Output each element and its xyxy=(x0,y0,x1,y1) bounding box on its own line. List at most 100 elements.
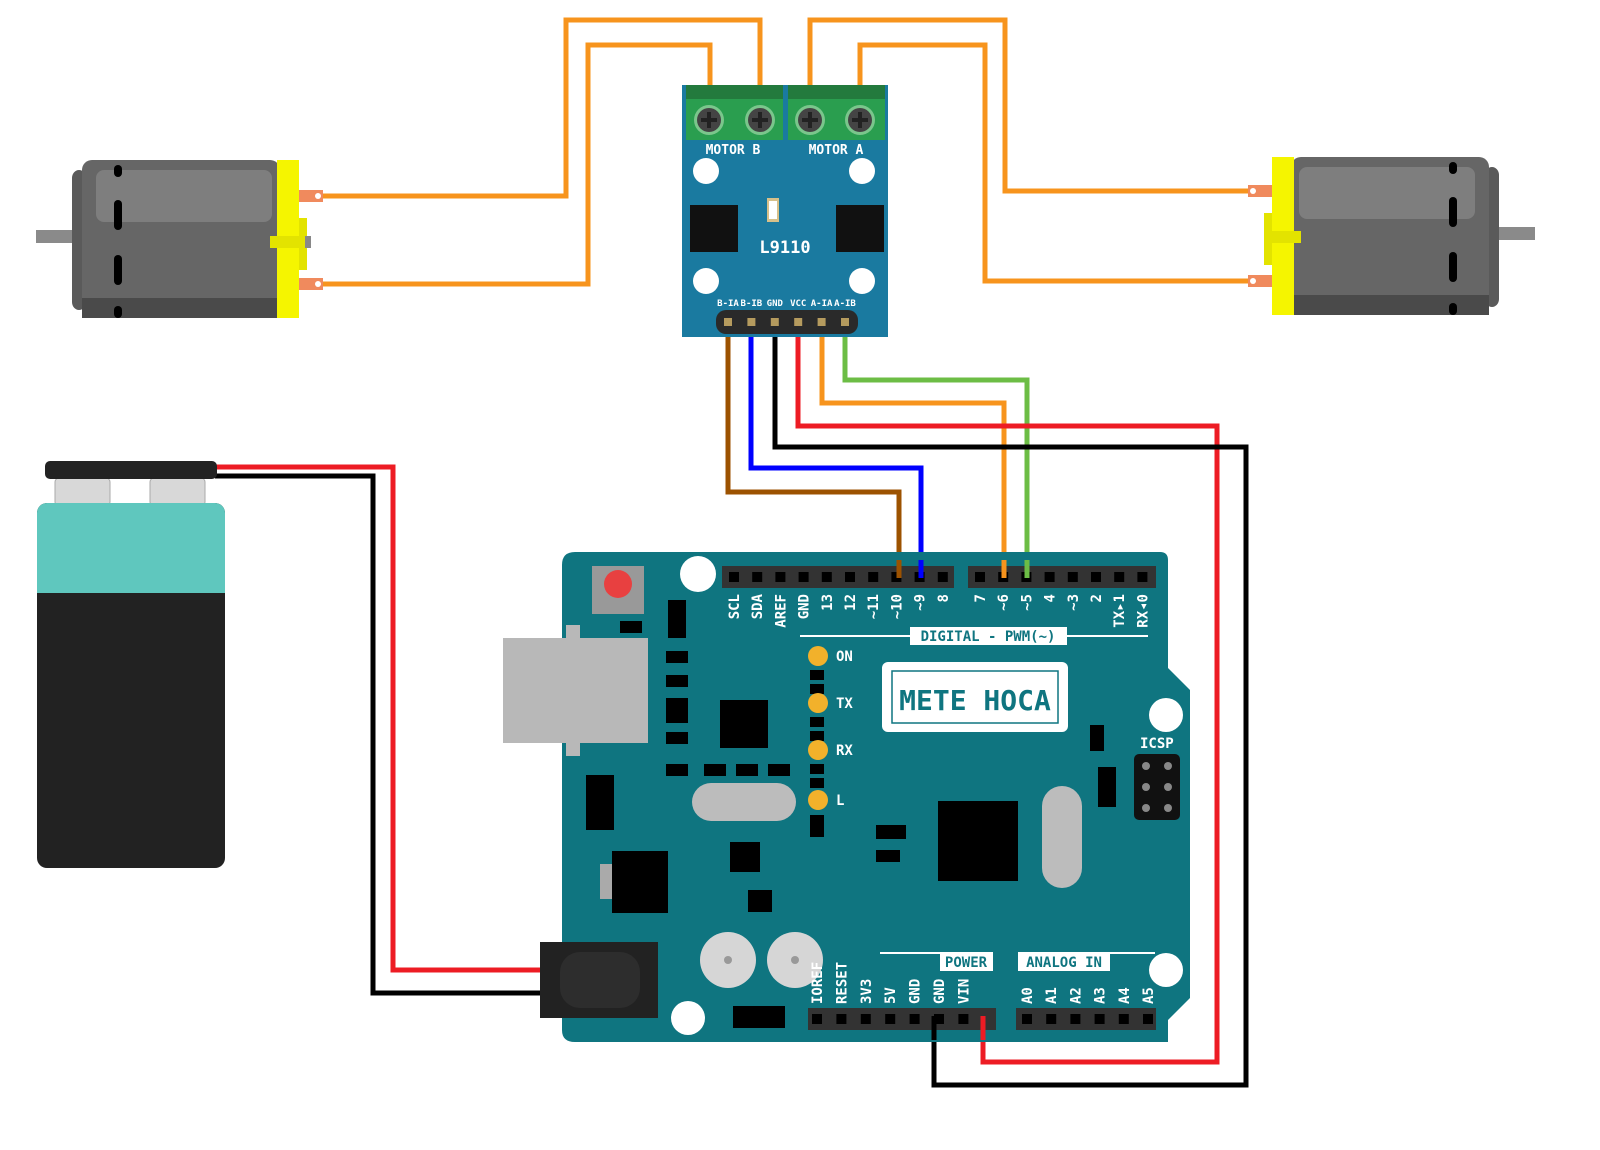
pin-label: 12 xyxy=(843,594,859,611)
header-pin[interactable] xyxy=(868,572,879,582)
analog-header xyxy=(1016,1008,1156,1030)
pin-label: A2 xyxy=(1068,987,1084,1004)
header-pin[interactable] xyxy=(958,1014,969,1024)
icsp-label: ICSP xyxy=(1140,736,1174,752)
pin-label: A1 xyxy=(1044,987,1060,1004)
header-pin[interactable] xyxy=(1114,572,1125,582)
motor-b-label: MOTOR B xyxy=(706,143,761,158)
logo-text: METE HOCA xyxy=(899,684,1051,717)
header-pin[interactable] xyxy=(975,572,985,582)
dc-power-jack xyxy=(540,942,658,1018)
pin-label: 5V xyxy=(883,987,899,1004)
digital-header-right xyxy=(968,566,1156,588)
pin-label: TX▸1 xyxy=(1112,594,1128,628)
usb-chip xyxy=(720,700,768,748)
driver-pin-label: VCC xyxy=(790,299,806,309)
pin-label: A3 xyxy=(1093,987,1109,1004)
header-pin[interactable] xyxy=(812,1014,822,1024)
driver-chip-b xyxy=(690,205,738,252)
pin-label: 7 xyxy=(973,594,989,602)
wire-battery-black xyxy=(215,473,548,996)
header-pin[interactable] xyxy=(1091,572,1101,582)
driver-pin-label: A-IA xyxy=(811,299,833,309)
motor-a-label: MOTOR A xyxy=(809,143,864,158)
driver-pin xyxy=(794,318,803,326)
pin-label: GND xyxy=(797,594,813,619)
wire-endpoints xyxy=(896,560,1030,1040)
icsp-header xyxy=(1134,754,1180,820)
header-pin[interactable] xyxy=(1070,1014,1081,1024)
header-pin[interactable] xyxy=(1094,1014,1105,1024)
header-pin[interactable] xyxy=(1044,572,1055,582)
digital-section-label: DIGITAL - PWM(~) xyxy=(921,629,1056,645)
driver-pin xyxy=(747,318,756,326)
driver-pin xyxy=(817,318,826,326)
header-pin[interactable] xyxy=(937,572,948,582)
pin-label: 8 xyxy=(936,594,952,602)
header-pin[interactable] xyxy=(1137,572,1148,582)
motor-wires xyxy=(320,17,1258,287)
pin-label: RX◂0 xyxy=(1135,594,1151,628)
header-pin[interactable] xyxy=(798,572,809,582)
led-label-l: L xyxy=(836,793,844,809)
header-pin[interactable] xyxy=(860,1014,871,1024)
reset-button[interactable] xyxy=(592,566,644,614)
pin-label: SDA xyxy=(750,593,766,619)
header-pin[interactable] xyxy=(775,572,786,582)
screw-icon xyxy=(694,105,875,135)
driver-pin-label: GND xyxy=(767,299,784,309)
pin-label: 4 xyxy=(1043,594,1059,602)
driver-pin-label: B-IB xyxy=(741,299,763,309)
header-pin[interactable] xyxy=(836,1014,847,1024)
power-section-label: POWER xyxy=(945,955,988,971)
pin-label: SCL xyxy=(727,594,743,619)
battery-wires xyxy=(215,464,548,996)
digital-header-left xyxy=(722,566,954,588)
pin-label: AREF xyxy=(773,594,789,628)
status-leds xyxy=(806,645,828,837)
chip-label: L9110 xyxy=(759,238,810,258)
pin-label: A5 xyxy=(1141,987,1157,1004)
header-pin[interactable] xyxy=(845,572,855,582)
pin-label: ~10 xyxy=(889,594,905,619)
header-pin[interactable] xyxy=(1022,1014,1032,1024)
pin-label: ~5 xyxy=(1019,594,1035,611)
header-pin[interactable] xyxy=(1046,1014,1057,1024)
pin-label: A0 xyxy=(1020,987,1036,1004)
driver-pin-label: B-IA xyxy=(717,299,739,309)
usb-port xyxy=(503,638,648,743)
header-pin[interactable] xyxy=(729,572,739,582)
header-pin[interactable] xyxy=(909,1014,920,1024)
pin-label: 3V3 xyxy=(859,979,875,1004)
pin-label: ~11 xyxy=(866,594,882,619)
led-label-tx: TX xyxy=(836,696,853,712)
header-pin[interactable] xyxy=(1118,1014,1129,1024)
driver-pin xyxy=(770,318,779,326)
header-pin[interactable] xyxy=(891,572,902,582)
power-header xyxy=(808,1008,996,1030)
header-pin[interactable] xyxy=(934,1014,944,1024)
wire-brown xyxy=(725,334,902,576)
pin-label: 13 xyxy=(820,594,836,611)
battery-9v xyxy=(37,461,225,868)
right-motor xyxy=(1248,157,1535,315)
pin-label: GND xyxy=(908,979,924,1004)
pin-label: ~3 xyxy=(1066,594,1082,611)
driver-pin xyxy=(841,318,849,326)
header-pin[interactable] xyxy=(885,1014,896,1024)
header-pin[interactable] xyxy=(752,572,763,582)
pin-label: ~6 xyxy=(996,594,1012,611)
signal-wires xyxy=(725,334,1249,1088)
led-label-on: ON xyxy=(836,649,853,665)
pin-label: IOREF xyxy=(810,962,826,1004)
wire-motor-b-1 xyxy=(320,17,763,199)
wire-motor-a-1 xyxy=(807,17,1258,194)
pin-label: A4 xyxy=(1117,987,1133,1004)
wire-motor-b-2 xyxy=(320,42,713,287)
wire-motor-a-2 xyxy=(857,42,1258,284)
header-pin[interactable] xyxy=(1067,572,1078,582)
header-pin[interactable] xyxy=(821,572,832,582)
header-pin[interactable] xyxy=(1143,1014,1153,1024)
